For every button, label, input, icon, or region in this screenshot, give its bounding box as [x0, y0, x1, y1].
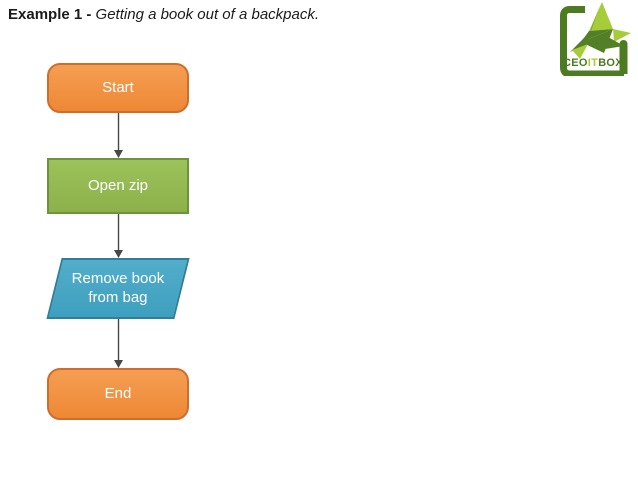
node-label: End — [104, 384, 132, 402]
logo-text-box: BOX — [598, 57, 623, 69]
flowchart-node-start: Start — [47, 63, 189, 113]
logo-text-it: IT — [588, 57, 598, 69]
bird-icon — [570, 2, 631, 59]
node-label: Remove book from bag — [71, 269, 165, 306]
page-title-prefix: Example 1 - — [8, 6, 96, 23]
node-label: Open zip — [87, 176, 149, 194]
flowchart-node-open-zip: Open zip — [47, 158, 189, 214]
page-title: Example 1 - Getting a book out of a back… — [8, 5, 319, 25]
connector-arrow-down-icon — [114, 319, 123, 368]
node-label: Start — [102, 78, 134, 96]
logo-text-ceo: CEO — [563, 57, 588, 69]
ceoitbox-logo: CEOITBOX — [560, 2, 631, 76]
connector-arrow-down-icon — [114, 113, 123, 158]
flowchart-node-end: End — [47, 368, 189, 420]
logo-frame-icon — [560, 6, 628, 76]
logo-wordmark: CEOITBOX — [563, 57, 623, 69]
connector-arrow-down-icon — [114, 214, 123, 258]
page-title-rest: Getting a book out of a backpack. — [95, 6, 320, 23]
flowchart-node-remove-book-from-bag: Remove book from bag — [46, 258, 190, 319]
